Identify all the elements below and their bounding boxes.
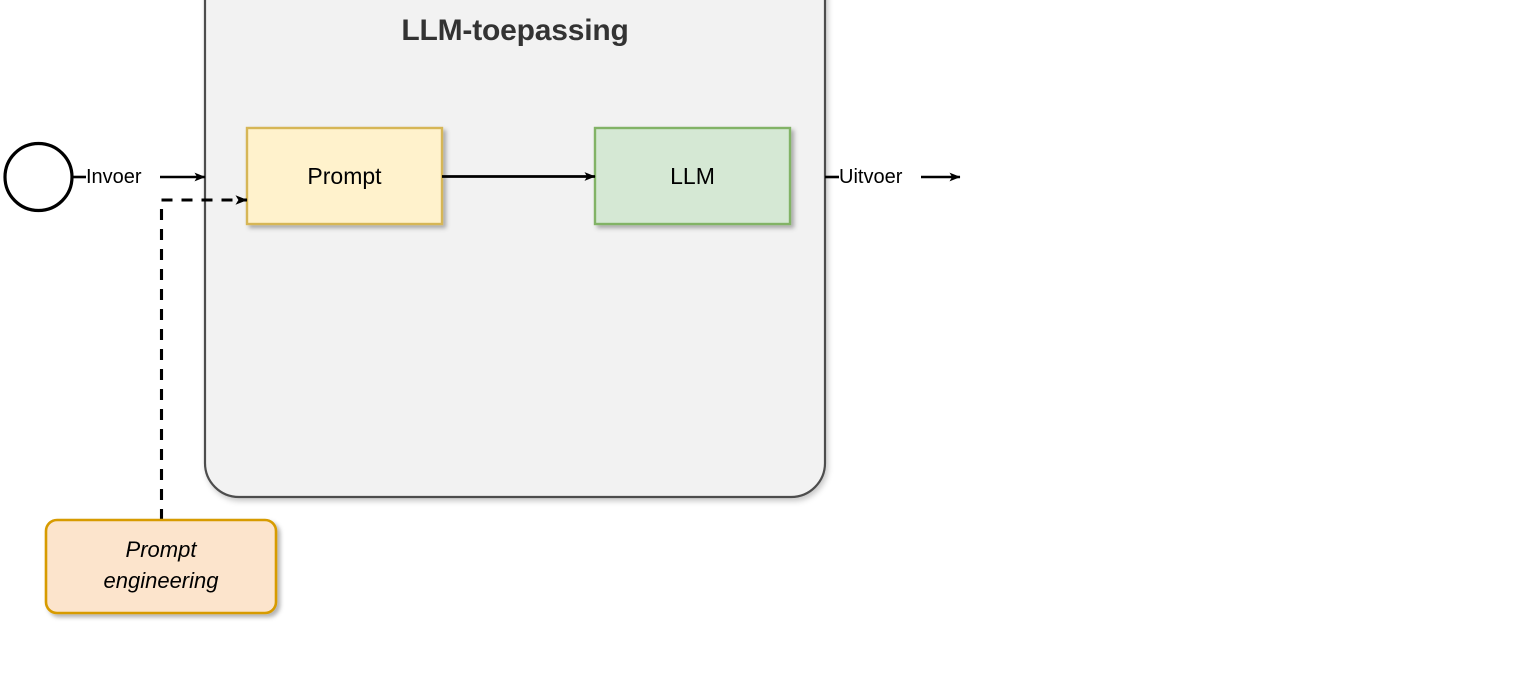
container-title: LLM-toepassing [401, 14, 629, 47]
llm-application-container [203, 0, 827, 499]
start-circle [3, 141, 74, 213]
container-shape [203, 0, 827, 499]
edge-label-uitvoer: Uitvoer [839, 166, 903, 188]
llm-node-label: LLM [670, 163, 715, 189]
llm-box [593, 126, 792, 226]
prompt-engineering-node [44, 518, 278, 615]
dashed-connector-path [159, 195, 248, 520]
prompt-node-label: Prompt [307, 163, 382, 189]
prompt-engineering-box [44, 518, 278, 615]
prompt-engineering-label-line-2: engineering [103, 568, 219, 593]
edge-label-invoer: Invoer [86, 166, 142, 188]
prompt-engineering-label-line-1: Prompt [125, 537, 197, 562]
llm-node [593, 126, 792, 226]
edge-prompt-engineering-to-prompt [159, 195, 248, 520]
start-node [3, 141, 74, 213]
prompt-engineering-node-label: Prompt engineering [46, 534, 276, 596]
